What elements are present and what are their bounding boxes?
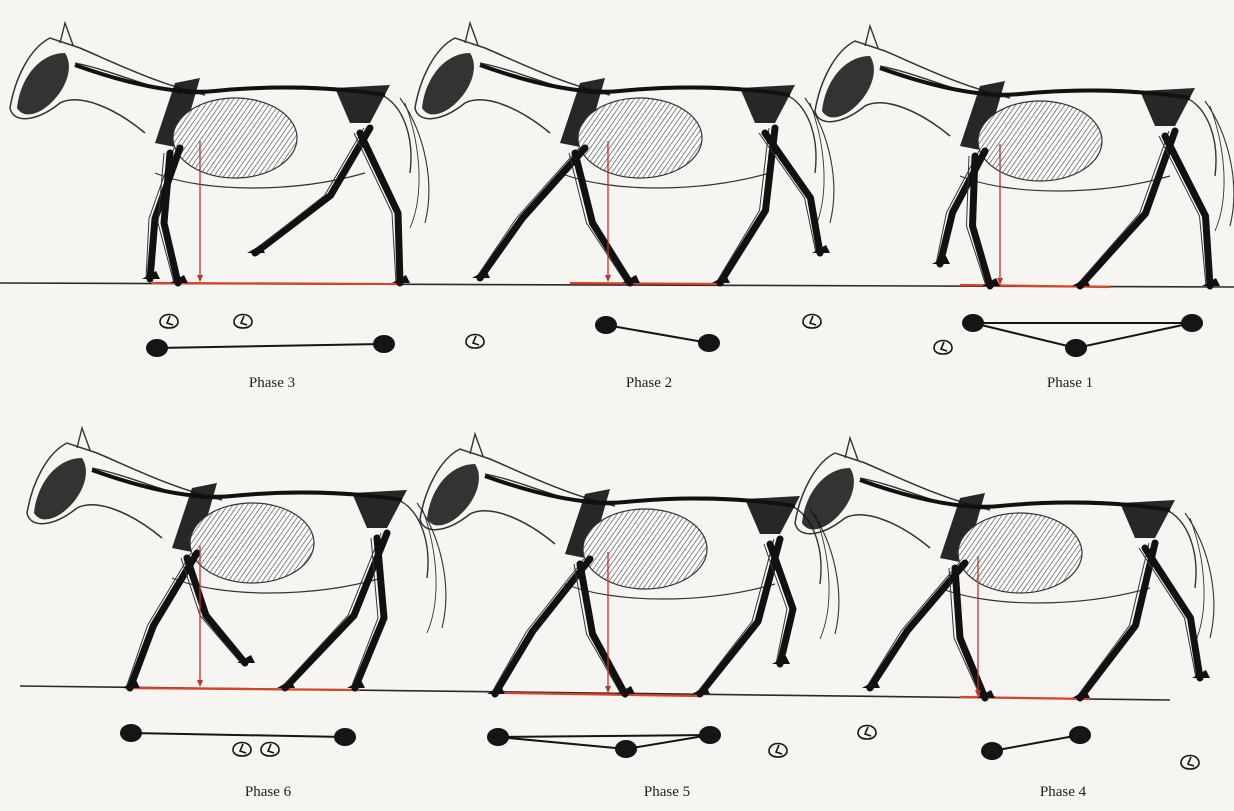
horse-phase-5 xyxy=(420,434,839,694)
filled-hoof-mark xyxy=(981,742,1003,760)
filled-hoof-mark xyxy=(595,316,617,334)
filled-hoof-mark xyxy=(1065,339,1087,357)
horse-skull xyxy=(427,464,479,525)
horse-leg-outline xyxy=(716,128,769,283)
horse-pelvis xyxy=(1120,500,1175,538)
horse-pelvis xyxy=(352,490,407,528)
horse-ribcage xyxy=(190,503,314,583)
horse-tail xyxy=(1205,101,1234,226)
horse-leg-outline xyxy=(354,133,396,283)
filled-hoof-mark xyxy=(487,728,509,746)
horse-ribcage xyxy=(958,513,1082,593)
support-link xyxy=(498,735,710,737)
open-hoof-mark xyxy=(769,744,787,758)
horse-leg-bone xyxy=(360,133,400,283)
open-hoof-mark xyxy=(160,315,178,329)
horse-pelvis xyxy=(335,85,390,123)
open-hoof-mark xyxy=(858,726,876,740)
horse-leg-bone xyxy=(770,544,793,664)
horse-tail xyxy=(400,98,429,223)
support-link xyxy=(606,325,709,343)
horse-skull xyxy=(822,56,874,117)
horse-skull xyxy=(34,458,86,519)
support-segment xyxy=(570,283,720,284)
horse-leg-bone xyxy=(480,148,585,278)
horse-ribcage xyxy=(583,509,707,589)
support-link xyxy=(992,735,1080,751)
horse-skull xyxy=(422,53,474,114)
filled-hoof-mark xyxy=(1069,726,1091,744)
horse-leg-bone xyxy=(973,156,991,286)
horse-tail-strand xyxy=(1210,106,1224,231)
support-link xyxy=(973,323,1076,348)
horse-leg-bone xyxy=(130,553,197,688)
centre-of-gravity-arrow xyxy=(197,275,203,282)
phase-label-3: Phase 3 xyxy=(249,375,295,392)
horse-leg-bone xyxy=(955,568,985,698)
horse-phase-2 xyxy=(415,23,834,283)
filled-hoof-mark xyxy=(962,314,984,332)
horse-skull xyxy=(802,468,854,529)
open-hoof-mark xyxy=(466,335,484,349)
phase-label-6: Phase 6 xyxy=(245,784,291,801)
support-link xyxy=(626,735,710,749)
phase-label-4: Phase 4 xyxy=(1040,784,1086,801)
centre-of-gravity-arrow xyxy=(197,680,203,687)
horse-leg-bone xyxy=(495,559,590,694)
horse-leg-bone xyxy=(870,563,965,688)
horse-phase-6 xyxy=(27,428,446,688)
open-hoof-mark xyxy=(934,341,952,355)
support-link xyxy=(157,344,384,348)
horse-leg-bone xyxy=(1145,548,1200,678)
filled-hoof-mark xyxy=(120,724,142,742)
centre-of-gravity-arrow xyxy=(605,275,611,282)
filled-hoof-mark xyxy=(373,335,395,353)
horse-leg-bone xyxy=(164,153,178,283)
horse-phase-1 xyxy=(815,26,1234,286)
open-hoof-mark xyxy=(1181,756,1199,770)
horse-figures xyxy=(10,23,1234,698)
horse-pelvis xyxy=(740,85,795,123)
phase-label-2: Phase 2 xyxy=(626,375,672,392)
filled-hoof-mark xyxy=(698,334,720,352)
open-hoof-mark xyxy=(233,743,251,757)
filled-hoof-mark xyxy=(615,740,637,758)
support-segment xyxy=(152,283,400,284)
open-hoof-mark xyxy=(261,743,279,757)
centre-of-gravity-arrow xyxy=(605,686,611,693)
horse-phase-4 xyxy=(795,438,1214,698)
filled-hoof-mark xyxy=(699,726,721,744)
horse-skull xyxy=(17,53,69,114)
horse-pelvis xyxy=(745,496,800,534)
filled-hoof-mark xyxy=(1181,314,1203,332)
filled-hoof-mark xyxy=(146,339,168,357)
support-link xyxy=(498,737,626,749)
phase-label-5: Phase 5 xyxy=(644,784,690,801)
horse-tail-strand xyxy=(405,103,419,228)
filled-hoof-mark xyxy=(334,728,356,746)
open-hoof-mark xyxy=(234,315,252,329)
horse-phase-3 xyxy=(10,23,429,283)
horse-ribcage xyxy=(978,101,1102,181)
horse-ribcage xyxy=(173,98,297,178)
horse-leg-bone xyxy=(1165,136,1210,286)
horse-ribcage xyxy=(578,98,702,178)
open-hoof-mark xyxy=(803,315,821,329)
horse-pelvis xyxy=(1140,88,1195,126)
support-link xyxy=(131,733,345,737)
support-link xyxy=(1076,323,1192,348)
phase-label-1: Phase 1 xyxy=(1047,375,1093,392)
support-segment xyxy=(125,688,360,690)
